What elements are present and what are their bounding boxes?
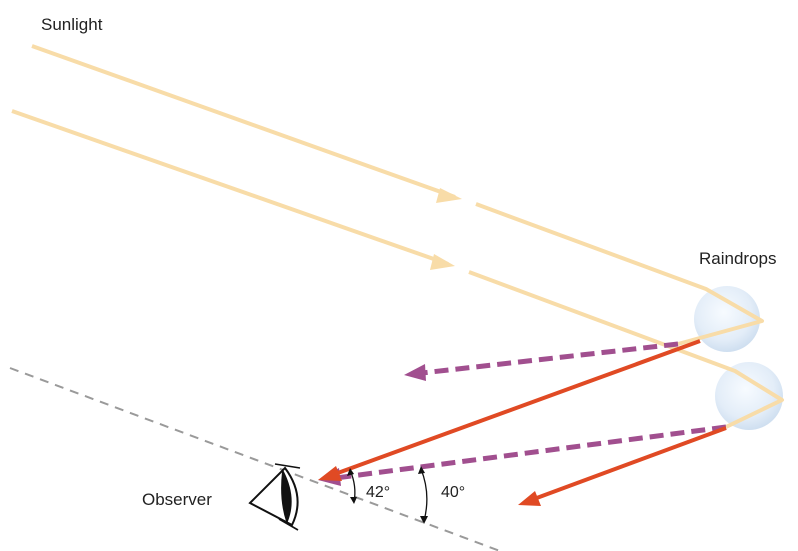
raindrop-upper (694, 286, 760, 352)
sunlight-ray-lower (12, 111, 782, 427)
angle-arc-42 (347, 468, 357, 504)
sun-arrowhead-lower (430, 254, 455, 270)
sun-arrowhead-upper (436, 188, 462, 203)
sunlight-ray-upper (32, 46, 762, 344)
angle-arc-40 (418, 466, 428, 524)
eye-icon (250, 464, 300, 530)
angle-label-40: 40° (441, 484, 465, 501)
angle-label-42: 42° (366, 484, 390, 501)
red-ray-lower (518, 428, 726, 506)
raindrops-label: Raindrops (699, 249, 777, 268)
observer-label: Observer (142, 490, 212, 509)
horizon-line (10, 368, 500, 551)
sunlight-label: Sunlight (41, 15, 103, 34)
